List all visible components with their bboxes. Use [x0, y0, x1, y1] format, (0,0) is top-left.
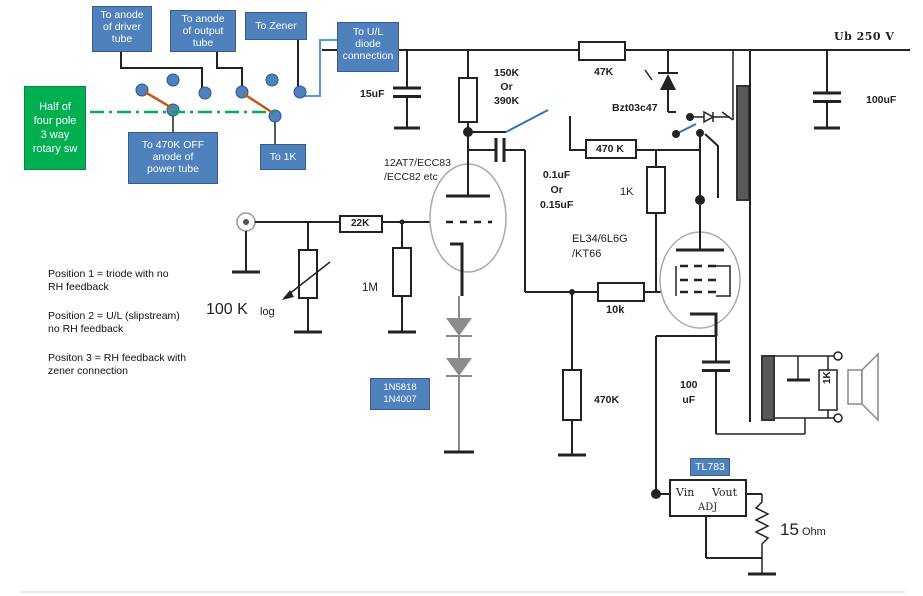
diodes-label: 1N5818 1N4007 — [370, 378, 430, 410]
pot-label: 100 K — [206, 301, 248, 318]
regulator-vin-label: Vin — [676, 486, 695, 499]
coupling-cap-label: 0.1uF Or 0.15uF — [540, 169, 574, 211]
switch-box-driver-anode: To anode of driver tube — [92, 6, 152, 52]
driver-stage — [232, 109, 676, 457]
switch-box-output-anode: To anode of output tube — [170, 10, 236, 52]
resistor-15ohm-label: 15 — [780, 520, 799, 539]
resistor-10k-label: 10k — [606, 304, 625, 316]
output-stage — [569, 111, 806, 576]
cap-15uf-label: 15uF — [360, 88, 385, 100]
note-position-1: Position 1 = triode with no RH feedback — [48, 268, 169, 293]
cap-100uf-top-label: 100uF — [866, 94, 897, 106]
resistor-470k-grid-label: 470K — [594, 394, 620, 406]
regulator-vout-label: Vout — [712, 486, 738, 499]
resistor-47k-label: 47K — [594, 66, 614, 78]
triode-label: 12AT7/ECC83 /ECC82 etc — [384, 157, 451, 183]
resistor-1k-label: 1K — [620, 186, 634, 198]
switch-box-470k-off: To 470K OFF anode of power tube — [128, 132, 218, 184]
note-position-3: Positon 3 = RH feedback with zener conne… — [48, 352, 187, 377]
cap-100uf-bottom-label: 100 uF — [680, 379, 698, 406]
switch-box-zener: To Zener — [245, 12, 307, 40]
note-position-2: Position 2 = U/L (slipstream) no RH feed… — [48, 310, 180, 335]
supply-voltage-label: Ub 250 V — [834, 30, 895, 43]
resistor-22k-label: 22K — [351, 218, 370, 229]
regulator-adj-label: ADJ — [698, 502, 718, 513]
supply-rail — [322, 41, 910, 137]
resistor-150k-label: 150K Or 390K — [494, 67, 520, 107]
resistor-1m-label: 1M — [362, 282, 378, 294]
pentode-label: EL34/6L6G /KT66 — [572, 233, 628, 260]
resistor-15ohm-unit-label: Ohm — [802, 526, 826, 538]
zener-label: Bzt03c47 — [612, 102, 658, 114]
switch-box-to-1k: To 1K — [260, 144, 306, 170]
regulator-label: TL783 — [690, 458, 730, 476]
output-transformer — [672, 50, 879, 423]
resistor-470k-fb-label: 470 K — [596, 143, 625, 155]
rotary-switch-diagram — [90, 39, 338, 145]
resistor-1k-speaker-label: 1K — [822, 371, 833, 384]
switch-box-ul-diode: To U/L diode connection — [337, 22, 399, 72]
rotary-switch-label: Half of four pole 3 way rotary sw — [24, 86, 86, 170]
pot-taper-label: log — [260, 306, 275, 318]
